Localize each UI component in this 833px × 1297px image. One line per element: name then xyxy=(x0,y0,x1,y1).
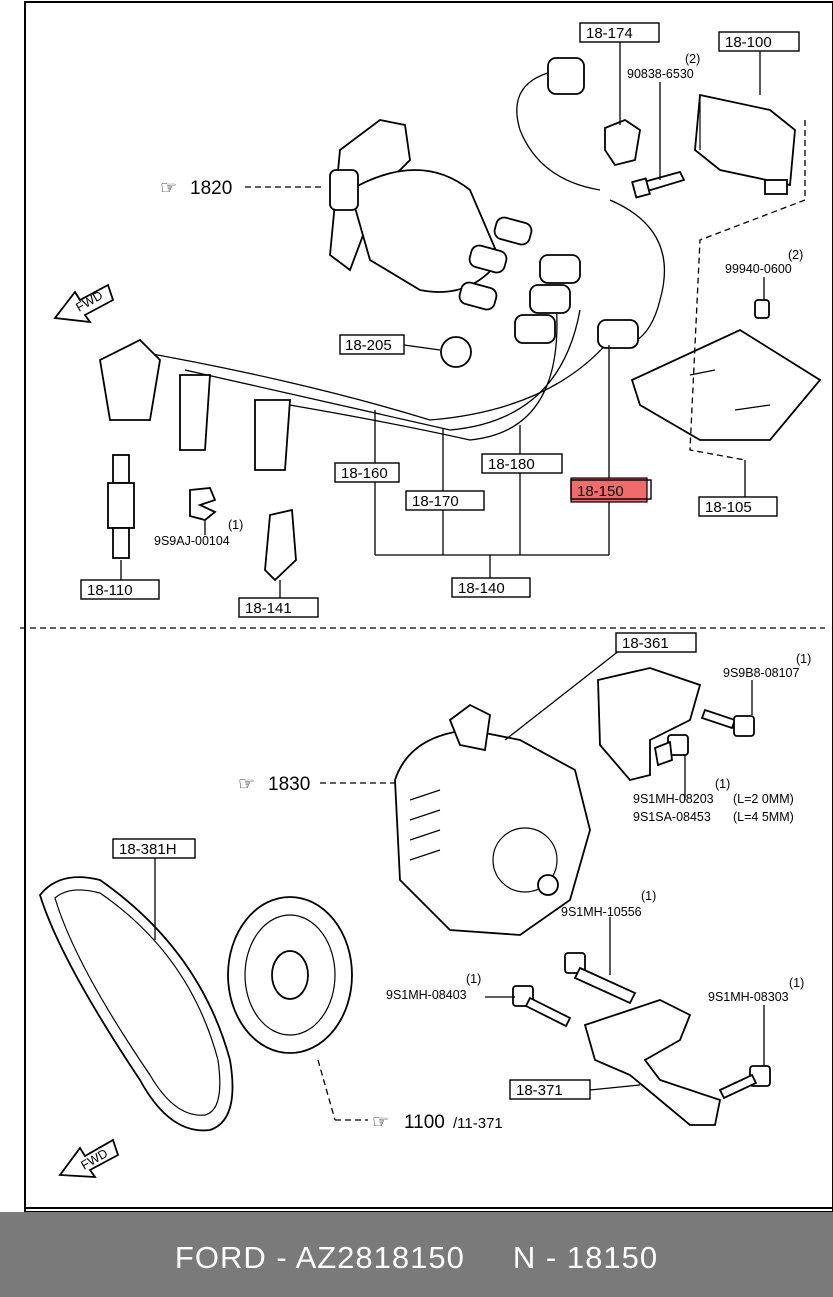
part-box-18-205[interactable] xyxy=(339,334,405,355)
ref-label-1830[interactable]: 1830 xyxy=(268,774,310,795)
ref-icon-1100: ☞ xyxy=(372,1112,389,1133)
qty-9s1mh-08403: (1) xyxy=(466,972,481,986)
part-label-18-150: 18-150 xyxy=(577,483,624,500)
part-box-18-150-highlighted[interactable] xyxy=(570,477,648,503)
footer-bar xyxy=(0,1212,833,1297)
part-label-18-160: 18-160 xyxy=(341,465,388,482)
coil-lead-wire xyxy=(516,69,601,191)
part-box-18-141[interactable] xyxy=(238,597,319,618)
qty-9s9aj: (1) xyxy=(228,518,243,532)
distributor-illustration xyxy=(329,119,533,311)
coil-lead-wire-2 xyxy=(609,199,666,346)
part-label-18-361: 18-361 xyxy=(622,635,669,652)
part-box-18-174[interactable] xyxy=(579,22,660,43)
bolt-number-9s1mh-08203: 9S1MH-08203 xyxy=(633,792,714,806)
nut-number-99940-0600: 99940-0600 xyxy=(725,262,792,276)
part-label-18-180: 18-180 xyxy=(488,456,535,473)
qty-9s1mh-08303: (1) xyxy=(789,976,804,990)
wire-clip-illustration xyxy=(189,487,217,521)
bolt-number-9s1sa-08453: 9S1SA-08453 xyxy=(633,810,711,824)
part-label-18-141: 18-141 xyxy=(245,600,292,617)
part-box-18-381h[interactable] xyxy=(112,838,196,859)
fwd-arrow-bottom xyxy=(58,1138,120,1179)
part-label-18-174: 18-174 xyxy=(586,25,633,42)
part-label-18-100: 18-100 xyxy=(725,34,772,51)
leader-lines-lower xyxy=(154,649,765,1121)
diagram-frame xyxy=(24,1,833,1212)
drive-belt-illustration xyxy=(38,876,234,1132)
part-label-18-105: 18-105 xyxy=(705,499,752,516)
grommet-illustration xyxy=(440,336,472,368)
pulley-illustration xyxy=(227,896,353,1054)
qty-99940: (2) xyxy=(788,248,803,262)
leader-lines-upper xyxy=(120,42,765,598)
part-label-18-381h: 18-381H xyxy=(119,841,177,858)
ref-label-1100[interactable]: 1100 xyxy=(404,1112,445,1133)
bolt-illustration xyxy=(631,170,686,199)
bolt-number-9s9b8-08107: 9S9B8-08107 xyxy=(723,666,800,680)
ignition-coil-illustration xyxy=(694,93,796,195)
part-box-18-170[interactable] xyxy=(405,490,485,511)
length-08203: (L=2 0MM) xyxy=(733,792,794,806)
bolt-number-90838-6530: 90838-6530 xyxy=(627,67,694,81)
assembly-outline xyxy=(689,120,806,461)
qty-9s1mh-10556: (1) xyxy=(641,889,656,903)
spark-plug-wires xyxy=(99,254,639,471)
part-box-18-371[interactable] xyxy=(509,1079,591,1100)
qty-9s9b8: (1) xyxy=(796,652,811,666)
lower-bolts xyxy=(512,708,771,1100)
part-label-18-170: 18-170 xyxy=(412,493,459,510)
part-box-18-361[interactable] xyxy=(615,632,697,653)
ref-icon-1820: ☞ xyxy=(160,178,177,199)
part-box-18-180[interactable] xyxy=(481,453,563,474)
clip-number-9s9aj-00104: 9S9AJ-00104 xyxy=(154,534,230,548)
lower-bracket-illustration xyxy=(583,999,722,1126)
coil-lead-boot xyxy=(547,57,585,95)
footer-part-number: FORD - AZ2818150 N - 18150 xyxy=(174,1240,659,1275)
bolt-number-9s1mh-08403: 9S1MH-08403 xyxy=(386,988,467,1002)
part-box-18-110[interactable] xyxy=(80,579,160,600)
upper-bracket-illustration xyxy=(597,667,702,782)
bolt-number-9s1mh-10556: 9S1MH-10556 xyxy=(561,905,642,919)
part-label-18-140: 18-140 xyxy=(458,580,505,597)
length-08453: (L=4 5MM) xyxy=(733,810,794,824)
spark-plug-illustration xyxy=(107,454,135,559)
part-box-18-150-outline xyxy=(570,479,652,500)
part-box-18-140[interactable] xyxy=(451,577,531,598)
ref-sub-11-371: /11-371 xyxy=(453,1115,503,1132)
clip-illustration xyxy=(604,118,641,167)
part-box-18-100[interactable] xyxy=(718,31,800,52)
part-box-18-105[interactable] xyxy=(698,496,778,517)
wire-holder-illustration xyxy=(264,508,297,582)
bracket-illustration xyxy=(630,299,822,441)
part-label-18-205: 18-205 xyxy=(345,337,392,354)
qty-9s1mh-08203: (1) xyxy=(715,777,730,791)
ref-icon-1830: ☞ xyxy=(238,774,255,795)
alternator-illustration xyxy=(394,703,591,936)
ref-label-1820[interactable]: 1820 xyxy=(190,178,232,199)
fwd-arrow-top xyxy=(53,283,115,324)
part-box-18-160[interactable] xyxy=(334,462,400,483)
parts-diagram: 18-174 18-100 (2) 90838-6530 ☞ 1820 (2) … xyxy=(20,1,833,1212)
part-label-18-371: 18-371 xyxy=(516,1082,563,1099)
qty-90838: (2) xyxy=(685,52,700,66)
part-label-18-110: 18-110 xyxy=(87,582,133,599)
bolt-number-9s1mh-08303: 9S1MH-08303 xyxy=(708,990,789,1004)
